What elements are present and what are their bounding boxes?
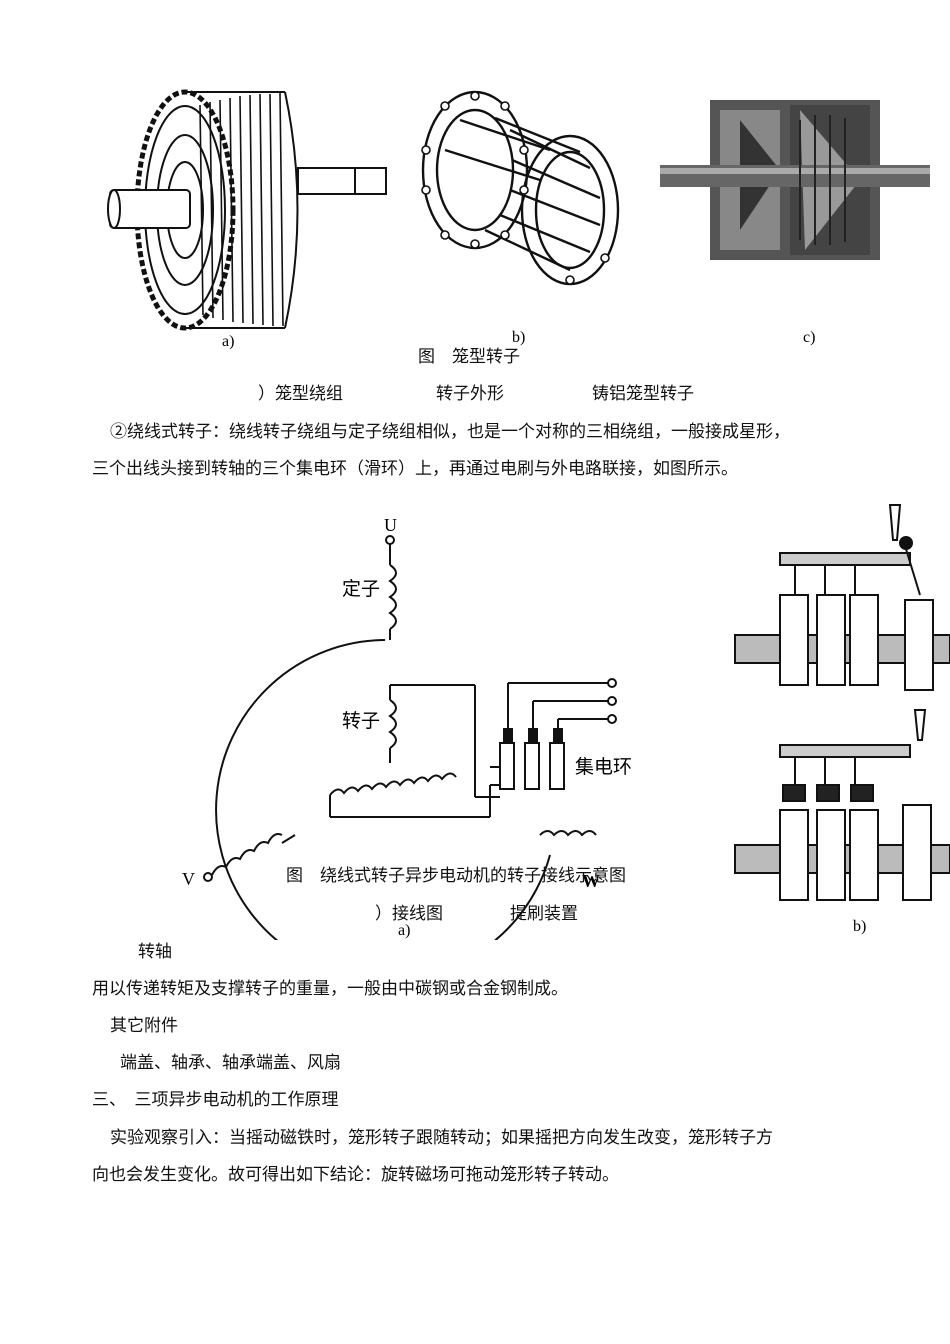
figure1-sublabel-a: a): [222, 333, 234, 350]
experiment-line-2: 向也会发生变化。故可得出如下结论：旋转磁场可拖动笼形转子转动。: [92, 1165, 619, 1185]
figure1-subcaption-c: 铸铝笼型转子: [592, 384, 694, 404]
figure2-sublabel-b: b): [853, 918, 866, 935]
cast-aluminum-rotor-photo: [660, 100, 930, 260]
figure-cage-rotor: a) b): [100, 80, 930, 350]
figure2-caption: 图 绕线式转子异步电动机的转子接线示意图: [286, 866, 626, 886]
cage-rotor-assembled-drawing: [107, 89, 387, 331]
label-V: V: [182, 869, 195, 889]
cage-winding-drawing: [421, 90, 620, 286]
experiment-line-1: 实验观察引入：当摇动磁铁时，笼形转子跟随转动；如果摇把方向发生改变，笼形转子方: [110, 1128, 773, 1148]
shaft-heading: 转轴: [138, 942, 172, 962]
label-slip-ring: 集电环: [575, 756, 632, 778]
label-stator: 定子: [342, 578, 380, 600]
figure1-sublabel-c: c): [803, 329, 815, 346]
shaft-text: 用以传递转矩及支撑转子的重量，一般由中碳钢或合金钢制成。: [92, 979, 568, 999]
label-W: W: [582, 871, 600, 891]
figure1-sublabel-b: b): [512, 329, 525, 346]
figure1-subcaption-b: 转子外形: [436, 384, 504, 404]
wound-rotor-line-2: 三个出线头接到转轴的三个集电环（滑环）上，再通过电刷与外电路联接，如图所示。: [92, 459, 738, 479]
figure1-caption: 图 笼型转子: [418, 347, 520, 367]
figure2-sublabel-a: a): [398, 922, 410, 939]
figure2-subcaption-a: ）接线图: [375, 904, 443, 924]
label-rotor: 转子: [342, 710, 380, 732]
accessories-heading: 其它附件: [110, 1016, 178, 1036]
figure2-subcaption-b: 提刷装置: [510, 904, 578, 924]
section-3-heading: 三、 三项异步电动机的工作原理: [92, 1090, 339, 1110]
label-U: U: [384, 515, 397, 535]
brush-lifting-device-drawing: b): [725, 495, 950, 940]
figure1-subcaption-a: ）笼型绕组: [258, 384, 343, 404]
accessories-text: 端盖、轴承、轴承端盖、风扇: [120, 1053, 341, 1073]
wound-rotor-line-1: ②绕线式转子：绕线转子绕组与定子绕组相似，也是一个对称的三相绕组，一般接成星形，: [110, 422, 790, 442]
